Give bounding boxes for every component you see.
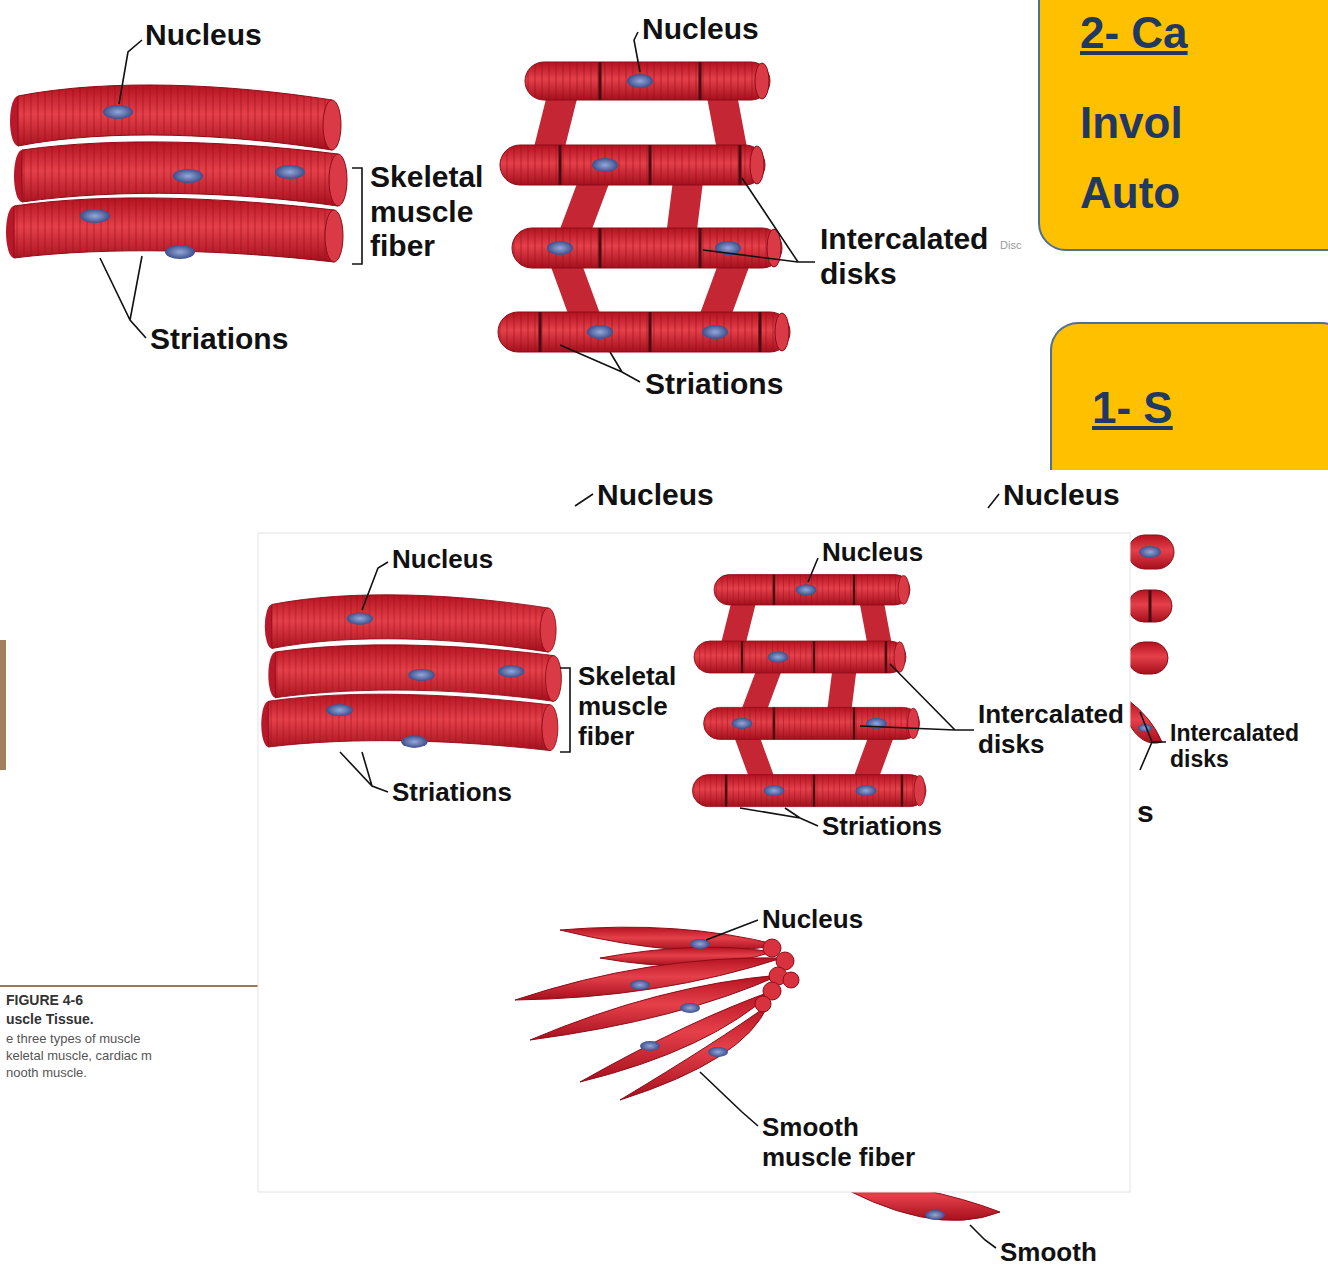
figure-caption-piece — [0, 975, 258, 1085]
cardiac-muscle-drawing — [498, 62, 790, 352]
body-text: Invol Auto — [1080, 88, 1230, 229]
part-label: Nucleus — [145, 18, 262, 53]
heading-text: 2- Ca — [1080, 5, 1328, 60]
part-label: Nucleus — [762, 905, 863, 935]
figure-number: FIGURE 4-6 — [6, 992, 83, 1008]
heading-box: 1- S — [1050, 322, 1328, 470]
part-label: Skeletal muscle fiber — [578, 662, 688, 752]
cardiac-fragment — [1128, 535, 1174, 743]
smooth-muscle-drawing — [515, 927, 799, 1100]
figure-caption: keletal muscle, cardiac m — [6, 1049, 152, 1064]
part-label: Nucleus — [642, 12, 759, 47]
leader-line — [970, 1225, 996, 1248]
figure-caption: nooth muscle. — [6, 1066, 87, 1081]
skeletal-muscle-drawing — [261, 595, 561, 751]
part-label: Skeletal muscle fiber — [370, 160, 495, 264]
cardiac-muscle-drawing — [692, 575, 926, 807]
skeletal-muscle-drawing — [6, 85, 347, 262]
part-label: Nucleus — [1003, 478, 1120, 513]
part-label: Intercalated disks — [820, 222, 1020, 291]
part-label: Striations — [150, 322, 288, 357]
part-label: Striations — [645, 367, 783, 402]
leader-lines — [340, 558, 974, 1126]
part-label: s — [1137, 795, 1154, 830]
part-label: Striations — [822, 812, 942, 842]
part-label: Striations — [392, 778, 512, 808]
photo-edge — [0, 640, 6, 770]
faint-label: Disc — [1000, 239, 1021, 252]
heading-box: 2- Ca Invol Auto — [1038, 0, 1328, 251]
part-label: Nucleus — [822, 538, 923, 568]
figure-caption: e three types of muscle — [6, 1032, 140, 1047]
part-label: Smooth muscle fiber — [762, 1113, 922, 1173]
front-slide — [258, 533, 1130, 1192]
part-label: Smooth — [1000, 1238, 1097, 1268]
part-label: Intercalated disks — [1170, 720, 1310, 773]
part-label: Nucleus — [392, 545, 493, 575]
part-label: Intercalated disks — [978, 700, 1138, 760]
leader-lines — [100, 32, 815, 382]
heading-text: 1- S — [1092, 380, 1328, 435]
figure-title: uscle Tissue. — [6, 1011, 94, 1027]
part-label: Nucleus — [597, 478, 714, 513]
